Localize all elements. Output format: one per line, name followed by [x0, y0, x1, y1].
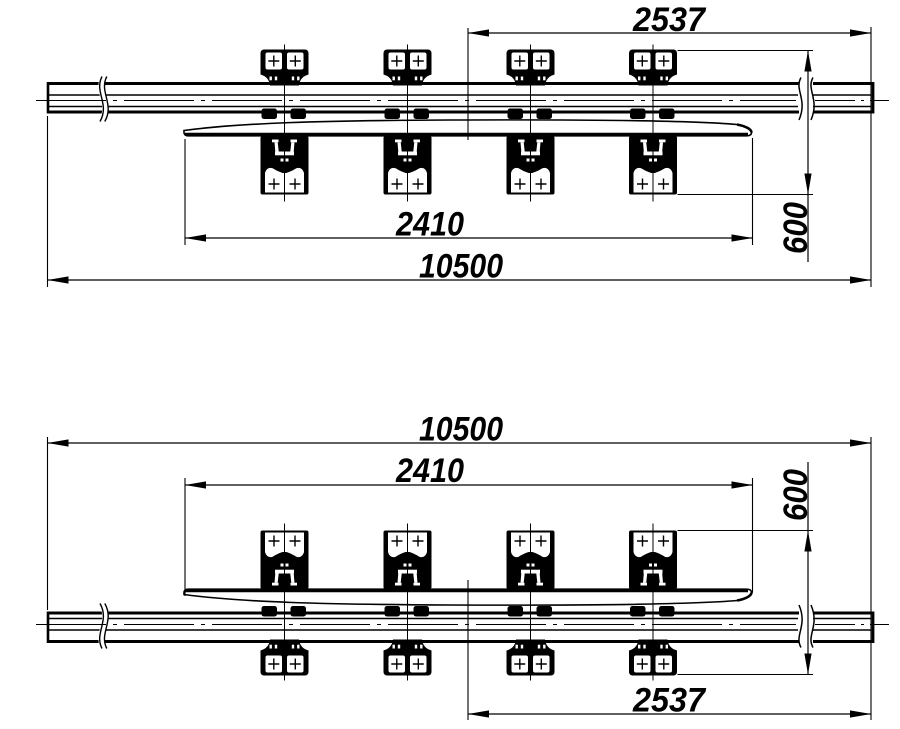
arrowhead — [731, 481, 753, 489]
dim-value-2537: 2537 — [632, 1, 707, 39]
dim-height-top: 600 — [677, 49, 815, 262]
arrowhead — [804, 653, 812, 675]
dim-overall-length-top: 10500 — [46, 116, 871, 287]
bottom-view: 10500 2410 600 2537 — [36, 411, 889, 720]
dim-value-10500: 10500 — [419, 248, 503, 286]
dim-height-bottom: 600 — [677, 462, 815, 676]
arrowhead — [468, 710, 489, 718]
dim-value-600: 600 — [777, 202, 815, 254]
arrowhead — [804, 530, 812, 552]
arrowhead — [47, 439, 69, 447]
dim-half-span-bottom: 2537 — [467, 580, 871, 720]
arrowhead — [850, 710, 871, 718]
dim-bracket-spacing-top: 2410 — [184, 138, 754, 245]
arrowhead — [468, 29, 489, 37]
arrowhead — [804, 50, 812, 72]
bottom-view-assembly — [36, 524, 889, 681]
arrowhead — [850, 439, 871, 447]
dim-value-10500: 10500 — [419, 411, 503, 449]
dim-value-2537: 2537 — [632, 682, 707, 720]
dim-half-span-top: 2537 — [467, 1, 872, 287]
arrowhead — [185, 481, 206, 489]
arrowhead — [185, 234, 206, 242]
dim-bracket-spacing-bottom: 2410 — [184, 452, 754, 596]
arrowhead — [850, 276, 871, 284]
arrowhead — [804, 173, 812, 195]
top-view-assembly — [36, 45, 889, 202]
dim-value-2410: 2410 — [395, 452, 464, 490]
dim-value-2410: 2410 — [395, 206, 464, 244]
arrowhead — [47, 276, 69, 284]
arrowhead — [731, 234, 753, 242]
top-view: 2537 600 2410 10500 — [36, 1, 889, 287]
arrowhead — [850, 29, 871, 37]
dim-value-600: 600 — [777, 469, 815, 521]
dim-overall-length-bottom: 10500 — [46, 411, 872, 720]
